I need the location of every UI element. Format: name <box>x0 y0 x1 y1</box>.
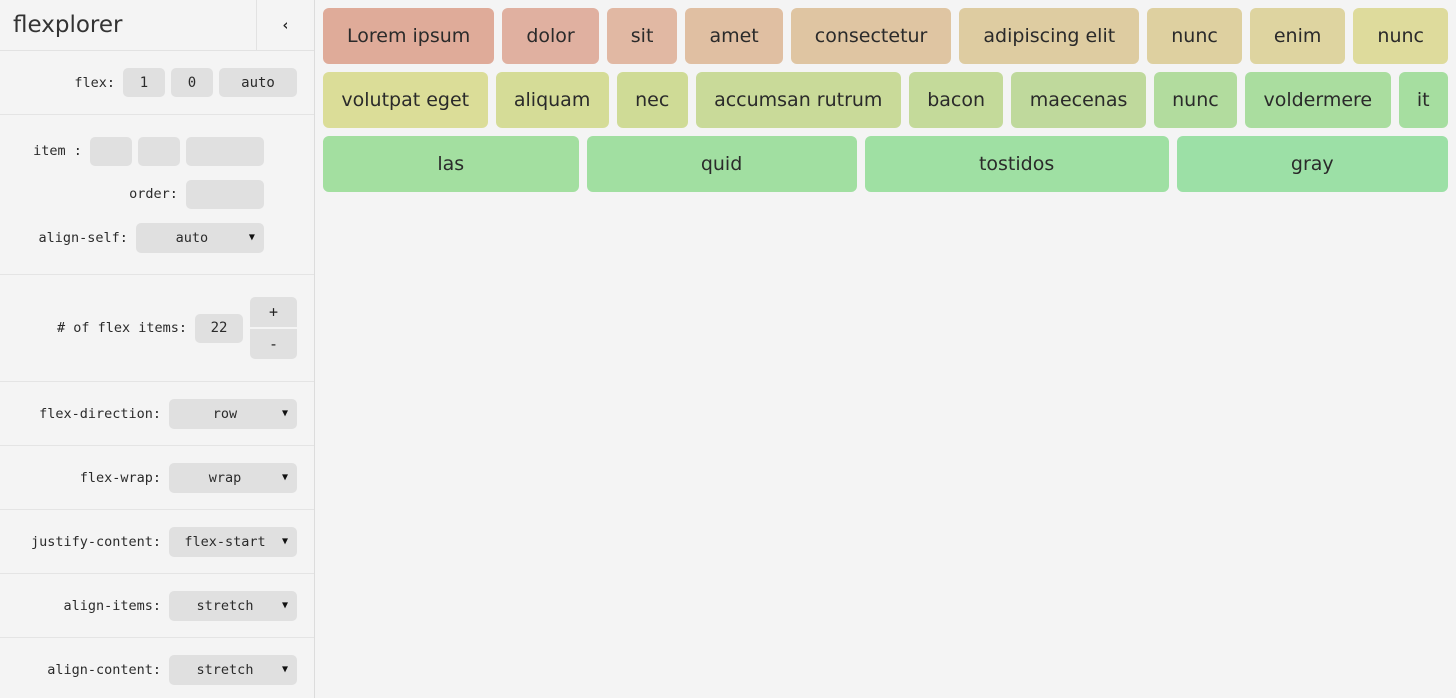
flex-item[interactable]: nunc <box>1153 72 1238 128</box>
flex-item[interactable]: enim <box>1249 8 1346 64</box>
flex-item[interactable]: maecenas <box>1011 72 1146 128</box>
item-label: item : <box>33 143 82 159</box>
flex-item[interactable]: it <box>1398 72 1449 128</box>
flex-item[interactable]: nunc <box>1353 8 1448 64</box>
item-flex-basis-input[interactable] <box>185 136 264 166</box>
flex-shrink-input[interactable] <box>171 68 213 97</box>
item-count-row: # of flex items: + - <box>0 275 314 382</box>
align-self-select[interactable]: auto ▼ <box>135 222 264 253</box>
flex-item[interactable]: Lorem ipsum <box>323 8 495 64</box>
align-self-value: auto <box>175 229 209 246</box>
order-input[interactable] <box>185 179 264 209</box>
flex-item[interactable]: volutpat eget <box>323 72 488 128</box>
item-order-row: order: <box>129 179 264 209</box>
flex-item[interactable]: dolor <box>502 8 599 64</box>
flex-item[interactable]: las <box>323 136 579 192</box>
chevron-down-icon: ▼ <box>281 663 288 675</box>
justify-content-label: justify-content: <box>30 533 161 550</box>
control-sidebar: flexplorer ‹ flex: item : order: align-s <box>0 0 315 698</box>
flex-item[interactable]: aliquam <box>495 72 609 128</box>
align-items-value: stretch <box>196 597 254 614</box>
chevron-left-icon[interactable]: ‹ <box>256 0 314 51</box>
justify-content-row: justify-content: flex-start ▼ <box>0 510 314 574</box>
flex-item[interactable]: sit <box>606 8 678 64</box>
flex-direction-select[interactable]: row ▼ <box>169 398 297 429</box>
align-content-row: align-content: stretch ▼ <box>0 638 314 698</box>
flex-wrap-label: flex-wrap: <box>79 469 161 486</box>
flex-direction-row: flex-direction: row ▼ <box>0 382 314 446</box>
align-content-select[interactable]: stretch ▼ <box>169 654 297 685</box>
flex-item[interactable]: quid <box>586 136 857 192</box>
item-count-increment-button[interactable]: + <box>250 297 297 327</box>
sidebar-header: flexplorer ‹ <box>0 0 314 51</box>
flex-wrap-row: flex-wrap: wrap ▼ <box>0 446 314 510</box>
chevron-down-icon: ▼ <box>281 471 288 483</box>
chevron-down-icon: ▼ <box>281 407 288 419</box>
align-content-value: stretch <box>196 661 254 678</box>
item-flex-shrink-input[interactable] <box>137 136 180 166</box>
flex-direction-value: row <box>212 405 238 422</box>
order-label: order: <box>129 186 178 202</box>
item-count-input[interactable] <box>195 313 243 343</box>
flex-item[interactable]: nunc <box>1147 8 1242 64</box>
item-count-label: # of flex items: <box>56 320 187 336</box>
flex-basis-input[interactable] <box>219 68 297 97</box>
item-count-decrement-button[interactable]: - <box>250 329 297 359</box>
item-flex-grow-input[interactable] <box>89 136 132 166</box>
item-align-self-row: align-self: auto ▼ <box>38 222 264 253</box>
flex-wrap-select[interactable]: wrap ▼ <box>169 462 297 493</box>
chevron-down-icon: ▼ <box>248 231 255 243</box>
flex-grow-input[interactable] <box>123 68 165 97</box>
align-self-label: align-self: <box>38 229 128 246</box>
flex-label: flex: <box>74 74 115 91</box>
item-flex-row: item : <box>33 136 264 166</box>
flex-item[interactable]: voldermere <box>1245 72 1391 128</box>
flex-item[interactable]: gray <box>1176 136 1449 192</box>
app-title: flexplorer <box>13 11 123 38</box>
align-items-label: align-items: <box>63 597 161 614</box>
align-items-select[interactable]: stretch ▼ <box>169 590 297 621</box>
flex-item[interactable]: tostidos <box>864 136 1169 192</box>
flex-item[interactable]: amet <box>685 8 783 64</box>
item-count-stepper: + - <box>250 297 297 359</box>
align-content-label: align-content: <box>47 661 161 678</box>
flex-item[interactable]: nec <box>616 72 688 128</box>
flex-item[interactable]: bacon <box>908 72 1004 128</box>
chevron-down-icon: ▼ <box>281 535 288 547</box>
flex-item[interactable]: accumsan rutrum <box>695 72 901 128</box>
flex-item[interactable]: consectetur <box>790 8 952 64</box>
flex-wrap-value: wrap <box>208 469 242 486</box>
justify-content-select[interactable]: flex-start ▼ <box>169 526 297 557</box>
selected-item-row: item : order: align-self: auto ▼ <box>0 115 314 275</box>
flex-shorthand-row: flex: <box>0 51 314 115</box>
justify-content-value: flex-start <box>184 533 266 550</box>
chevron-down-icon: ▼ <box>281 599 288 611</box>
flex-direction-label: flex-direction: <box>39 405 161 422</box>
flex-item[interactable]: adipiscing elit <box>959 8 1140 64</box>
align-items-row: align-items: stretch ▼ <box>0 574 314 638</box>
